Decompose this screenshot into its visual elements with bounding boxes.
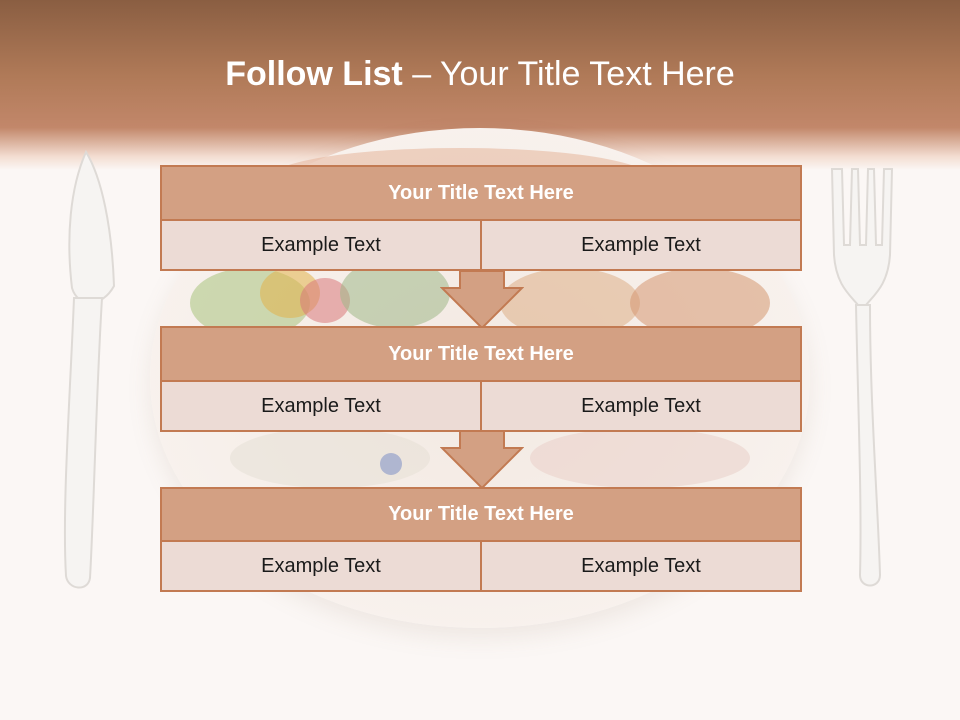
cap bbox=[380, 453, 402, 475]
down-arrow-icon bbox=[440, 270, 524, 330]
slide-title: Follow List – Your Title Text Here bbox=[0, 55, 960, 94]
list-block: Your Title Text Here Example Text Exampl… bbox=[160, 165, 802, 271]
block-cell: Example Text bbox=[160, 542, 482, 592]
title-bold: Follow List bbox=[225, 55, 403, 93]
block-row: Example Text Example Text bbox=[160, 382, 802, 432]
block-cell: Example Text bbox=[480, 382, 802, 432]
block-title: Your Title Text Here bbox=[160, 326, 802, 382]
block-cell: Example Text bbox=[160, 221, 482, 271]
title-rest: – Your Title Text Here bbox=[402, 55, 735, 93]
list-block: Your Title Text Here Example Text Exampl… bbox=[160, 326, 802, 432]
block-row: Example Text Example Text bbox=[160, 221, 802, 271]
protein bbox=[530, 428, 750, 488]
block-title: Your Title Text Here bbox=[160, 165, 802, 221]
down-arrow-icon bbox=[440, 430, 524, 490]
block-row: Example Text Example Text bbox=[160, 542, 802, 592]
block-cell: Example Text bbox=[480, 221, 802, 271]
list-block: Your Title Text Here Example Text Exampl… bbox=[160, 487, 802, 592]
block-title: Your Title Text Here bbox=[160, 487, 802, 542]
block-cell: Example Text bbox=[160, 382, 482, 432]
block-cell: Example Text bbox=[480, 542, 802, 592]
